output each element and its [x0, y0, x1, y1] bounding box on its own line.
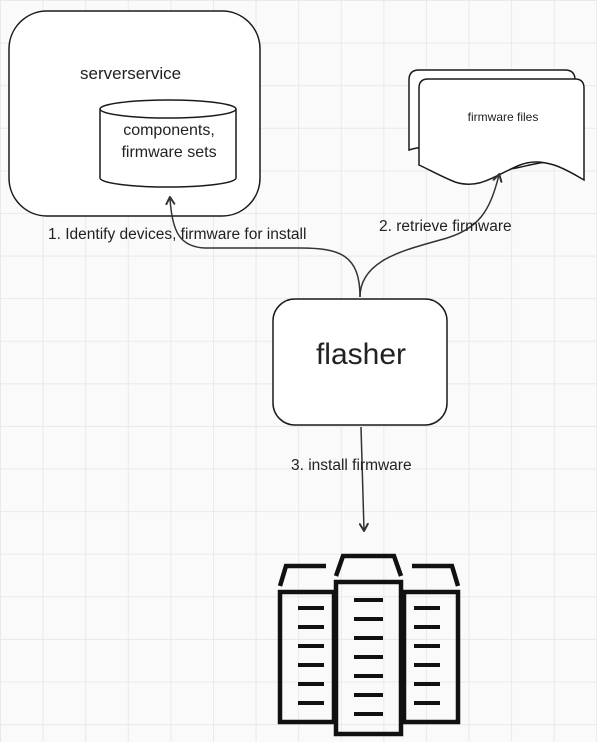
database-label: components, firmware sets: [121, 122, 217, 161]
server-rack-icon: [277, 553, 461, 737]
edge-install-arrow: [358, 426, 369, 532]
edge-retrieve-arrow: [359, 173, 503, 298]
edge-identify-arrow: [165, 196, 361, 298]
flasher-box: [272, 298, 448, 426]
edge-install-label: 3. install firmware: [291, 457, 412, 474]
database-cylinder: [99, 99, 237, 188]
firmware-files-document: [408, 69, 585, 185]
edge-identify-label: 1. Identify devices, firmware for instal…: [48, 226, 307, 243]
firmware-files-label: firmware files: [467, 110, 539, 124]
serverservice-label: serverservice: [80, 64, 182, 83]
edge-retrieve-label: 2. retrieve firmware: [379, 218, 512, 235]
flasher-label: flasher: [315, 338, 407, 371]
